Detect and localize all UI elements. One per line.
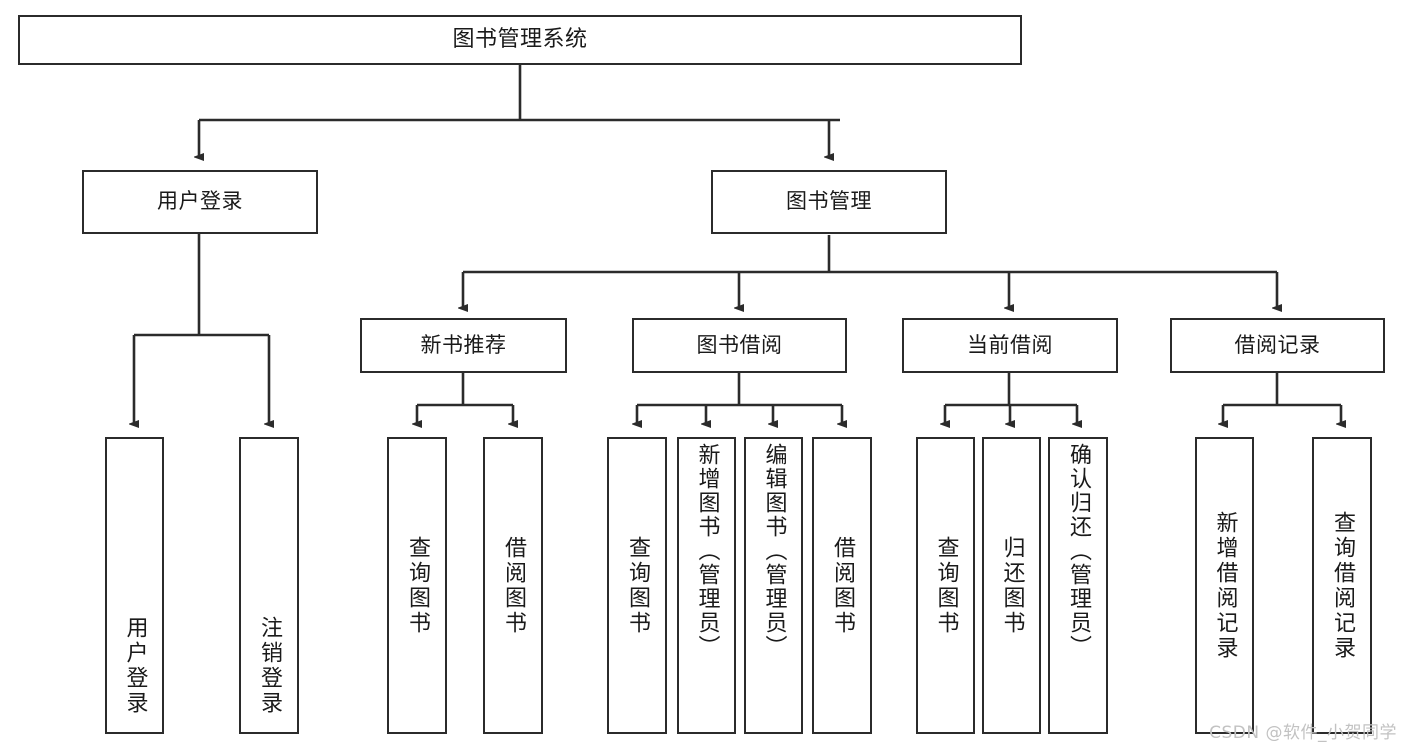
node-label: 新增图书（管理员）: [694, 443, 720, 659]
leaf-query-book-current[interactable]: 查询图书: [916, 437, 975, 734]
leaf-borrow-book-recommend[interactable]: 借阅图书: [483, 437, 543, 734]
node-label: 用户登录: [157, 189, 243, 214]
node-label: 查询图书: [933, 535, 959, 636]
node-label: 借阅记录: [1234, 332, 1321, 357]
leaf-logout[interactable]: 注销登录: [239, 437, 299, 734]
node-label: 新增借阅记录: [1212, 510, 1238, 661]
node-root-system[interactable]: 图书管理系统: [18, 15, 1022, 65]
node-label: 用户登录: [122, 616, 148, 716]
node-label: 图书借阅: [696, 332, 783, 357]
node-book-management[interactable]: 图书管理: [711, 170, 947, 234]
csdn-watermark: CSDN @软件_小贺同学: [1209, 723, 1397, 743]
node-label: 查询图书: [625, 535, 650, 636]
leaf-add-book-admin[interactable]: 新增图书（管理员）: [677, 437, 736, 734]
leaf-return-book[interactable]: 归还图书: [982, 437, 1041, 734]
node-label: 新书推荐: [420, 332, 507, 357]
node-current-borrow[interactable]: 当前借阅: [902, 318, 1118, 373]
node-label: 注销登录: [257, 616, 282, 716]
leaf-query-book-recommend[interactable]: 查询图书: [387, 437, 447, 734]
node-label: 图书管理: [786, 189, 872, 214]
node-label: 归还图书: [999, 535, 1025, 636]
node-label: 编辑图书（管理员）: [761, 443, 787, 659]
node-label: 当前借阅: [967, 332, 1053, 357]
node-user-login[interactable]: 用户登录: [82, 170, 318, 234]
leaf-add-borrow-record[interactable]: 新增借阅记录: [1195, 437, 1254, 734]
leaf-borrow-book[interactable]: 借阅图书: [812, 437, 872, 734]
leaf-confirm-return-admin[interactable]: 确认归还（管理员）: [1048, 437, 1108, 734]
node-new-book-recommend[interactable]: 新书推荐: [360, 318, 567, 373]
node-label: 借阅图书: [501, 535, 526, 636]
node-label: 借阅图书: [830, 535, 855, 636]
node-label: 查询图书: [405, 535, 430, 636]
node-label: 查询借阅记录: [1330, 510, 1355, 661]
node-book-borrow[interactable]: 图书借阅: [632, 318, 847, 373]
leaf-query-borrow-record[interactable]: 查询借阅记录: [1312, 437, 1372, 734]
leaf-user-login[interactable]: 用户登录: [105, 437, 164, 734]
leaf-edit-book-admin[interactable]: 编辑图书（管理员）: [744, 437, 803, 734]
node-label: 确认归还（管理员）: [1066, 443, 1091, 659]
node-borrow-records[interactable]: 借阅记录: [1170, 318, 1385, 373]
leaf-query-book-borrow[interactable]: 查询图书: [607, 437, 667, 734]
node-label: 图书管理系统: [452, 26, 588, 52]
